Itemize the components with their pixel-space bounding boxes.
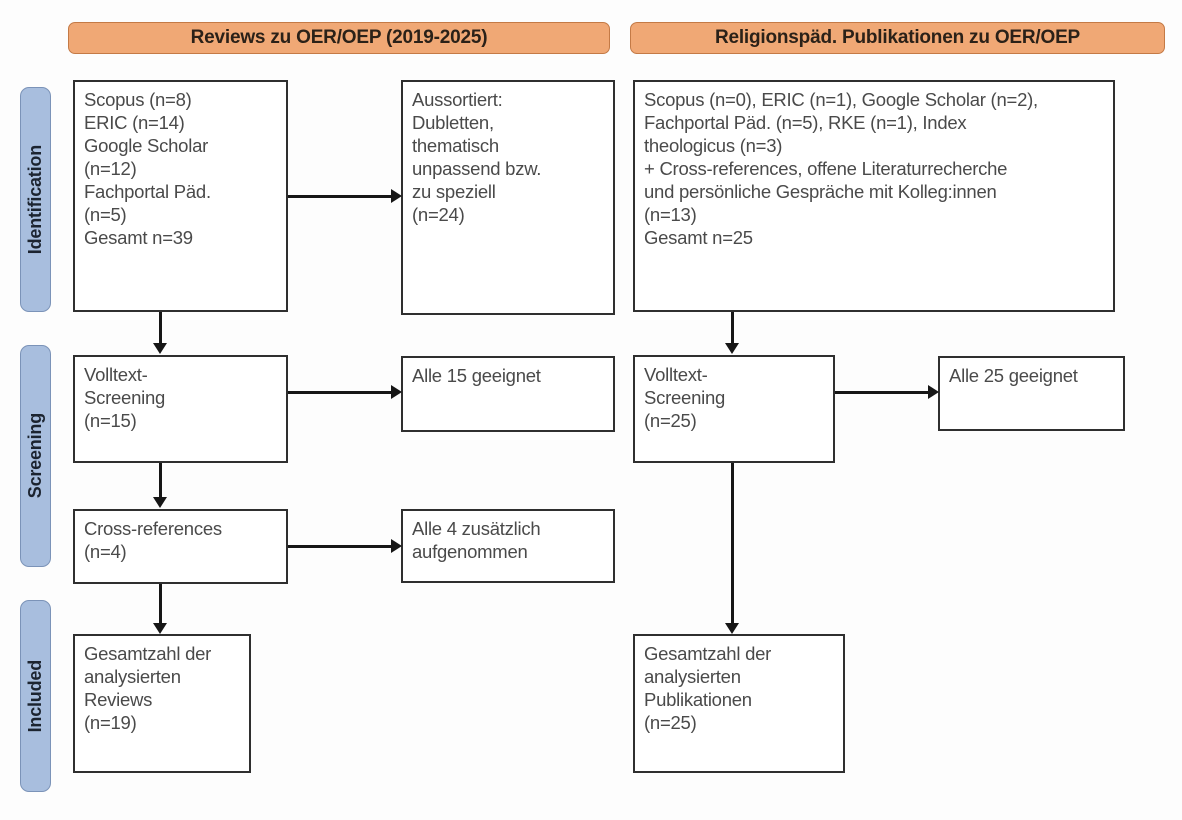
arrowhead-left-crossrefs-to-included (153, 623, 167, 634)
stage-pill-screening: Screening (20, 345, 51, 567)
box-right-identification-sources: Scopus (n=0), ERIC (n=1), Google Scholar… (633, 80, 1115, 312)
connector-right-screening-to-result (835, 391, 928, 394)
column-header-reviews-label: Reviews zu OER/OEP (2019-2025) (190, 27, 488, 48)
stage-pill-identification: Identification (20, 87, 51, 312)
connector-left-crossrefs-to-included (159, 584, 162, 626)
box-line: unpassend bzw. (412, 157, 542, 179)
box-line: Dubletten, (412, 111, 494, 133)
box-line: Gesamt n=25 (644, 226, 753, 248)
box-line: Screening (644, 386, 726, 408)
stage-pill-included-label: Included (25, 659, 45, 733)
arrowhead-left-crossrefs-to-result (391, 539, 402, 553)
box-line: Gesamtzahl der (644, 643, 772, 664)
connector-left-crossrefs-to-result (288, 545, 391, 548)
connector-left-screening-to-result (288, 391, 391, 394)
box-right-fulltext-screening: Volltext- Screening (n=25) (633, 355, 835, 463)
stage-pill-identification-label: Identification (25, 144, 45, 255)
box-left-screening-result: Alle 15 geeignet (401, 356, 615, 432)
box-line: Cross-references (84, 518, 222, 539)
box-right-included-total: Gesamtzahl der analysierten Publikatione… (633, 634, 845, 773)
box-line: Publikationen (644, 688, 752, 710)
box-line: Alle 25 geeignet (949, 365, 1078, 386)
box-line: Screening (84, 386, 166, 408)
box-line: Scopus (n=0), ERIC (n=1), Google Scholar… (644, 89, 1038, 110)
box-line: Alle 15 geeignet (412, 365, 541, 386)
box-line: zu speziell (412, 180, 496, 202)
connector-left-identification-to-excluded (288, 195, 391, 198)
box-line: Gesamt n=39 (84, 226, 193, 248)
box-line: Google Scholar (84, 134, 209, 156)
box-line: Volltext- (644, 364, 708, 385)
arrowhead-left-identification-to-screening (153, 343, 167, 354)
box-line: (n=5) (84, 203, 127, 225)
box-left-included-total: Gesamtzahl der analysierten Reviews (n=1… (73, 634, 251, 773)
box-left-excluded: Aussortiert: Dubletten, thematisch unpas… (401, 80, 615, 315)
box-line: Reviews (84, 688, 153, 710)
box-right-screening-result: Alle 25 geeignet (938, 356, 1125, 431)
column-header-religionspaed: Religionspäd. Publikationen zu OER/OEP (630, 22, 1165, 54)
box-line: Gesamtzahl der (84, 643, 212, 664)
connector-left-identification-to-screening (159, 312, 162, 345)
box-line: ERIC (n=14) (84, 111, 185, 133)
arrowhead-left-screening-to-result (391, 385, 402, 399)
box-line: (n=15) (84, 409, 137, 431)
stage-pill-included: Included (20, 600, 51, 792)
arrowhead-left-identification-to-excluded (391, 189, 402, 203)
connector-left-screening-to-crossrefs (159, 463, 162, 499)
box-left-crossreferences-result: Alle 4 zusätzlich aufgenommen (401, 509, 615, 583)
box-line: (n=19) (84, 711, 137, 733)
box-line: analysierten (644, 665, 741, 687)
box-line: (n=4) (84, 540, 127, 562)
box-line: (n=13) (644, 203, 697, 225)
box-line: (n=25) (644, 409, 697, 431)
arrowhead-right-screening-to-result (928, 385, 939, 399)
box-line: Fachportal Päd. (84, 180, 211, 202)
box-line: + Cross-references, offene Literaturrech… (644, 157, 1008, 179)
column-header-reviews: Reviews zu OER/OEP (2019-2025) (68, 22, 610, 54)
box-line: (n=12) (84, 157, 137, 179)
box-left-fulltext-screening: Volltext- Screening (n=15) (73, 355, 288, 463)
box-line: Scopus (n=8) (84, 89, 192, 110)
box-line: analysierten (84, 665, 181, 687)
arrowhead-right-screening-to-included (725, 623, 739, 634)
column-header-religionspaed-label: Religionspäd. Publikationen zu OER/OEP (714, 27, 1081, 48)
box-line: Fachportal Päd. (n=5), RKE (n=1), Index (644, 111, 967, 133)
box-line: Alle 4 zusätzlich (412, 518, 541, 539)
arrowhead-right-identification-to-screening (725, 343, 739, 354)
box-left-identification-sources: Scopus (n=8) ERIC (n=14) Google Scholar … (73, 80, 288, 312)
box-line: theologicus (n=3) (644, 134, 783, 156)
box-left-crossreferences: Cross-references (n=4) (73, 509, 288, 584)
box-line: und persönliche Gespräche mit Kolleg:inn… (644, 180, 997, 202)
connector-right-screening-to-included (731, 463, 734, 626)
box-line: thematisch (412, 134, 499, 156)
box-line: (n=24) (412, 203, 465, 225)
box-line: (n=25) (644, 711, 697, 733)
box-line: aufgenommen (412, 540, 528, 562)
arrowhead-left-screening-to-crossrefs (153, 497, 167, 508)
stage-pill-screening-label: Screening (25, 413, 45, 499)
box-line: Volltext- (84, 364, 148, 385)
connector-right-identification-to-screening (731, 312, 734, 345)
box-line: Aussortiert: (412, 89, 503, 110)
